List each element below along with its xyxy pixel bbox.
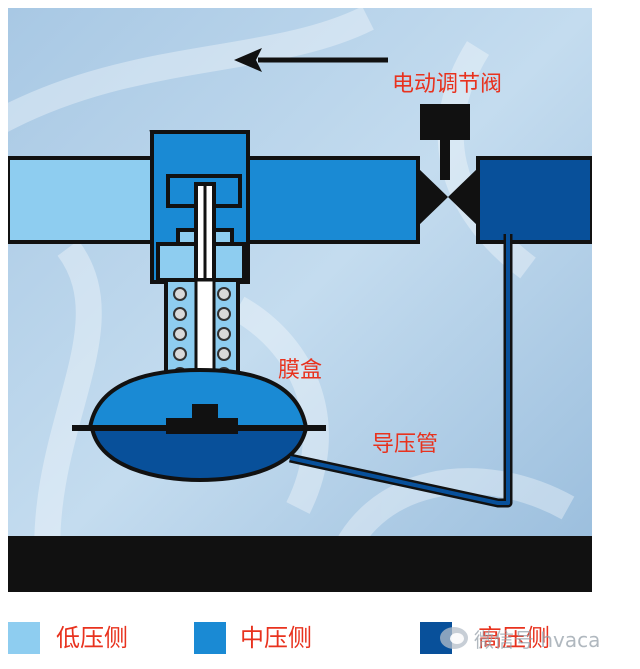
diaphragm-plate — [166, 418, 238, 434]
high-pressure-pipe — [476, 156, 592, 244]
valve-diagram — [8, 8, 592, 592]
low-pressure-pipe — [8, 156, 162, 244]
legend-swatch-mid — [194, 622, 226, 654]
diaphragm-stem-nut — [192, 404, 218, 422]
watermark: 微信号 hvaca — [440, 622, 600, 654]
wechat-icon — [440, 627, 468, 649]
legend: 低压侧 中压侧 高压侧 — [0, 612, 640, 669]
diaphragm-upper-chamber — [87, 367, 309, 430]
valve-label: 电动调节阀 — [392, 72, 503, 97]
legend-label-mid: 中压侧 — [240, 624, 312, 652]
flow-arrow-head — [234, 48, 262, 72]
valve-actuator-stem — [440, 138, 450, 180]
diaphragm-lower-chamber — [89, 426, 309, 483]
impulse-tube — [289, 234, 510, 505]
legend-label-low: 低压侧 — [56, 624, 128, 652]
valve-body-right — [448, 168, 478, 226]
legend-swatch-low — [8, 622, 40, 654]
diagram-canvas: 电动调节阀 膜盒 导压管 — [8, 8, 592, 592]
valve-body-left — [418, 168, 448, 226]
diagram-background — [8, 8, 592, 592]
mid-pressure-pipe — [238, 156, 420, 244]
valve-actuator — [420, 104, 470, 140]
diaphragm-label: 膜盒 — [278, 358, 323, 383]
impulse-tube-label: 导压管 — [372, 432, 439, 457]
watermark-text: 微信号 hvaca — [474, 627, 601, 652]
base-plate — [8, 536, 592, 592]
legend-label-high: 高压侧 — [478, 624, 550, 652]
